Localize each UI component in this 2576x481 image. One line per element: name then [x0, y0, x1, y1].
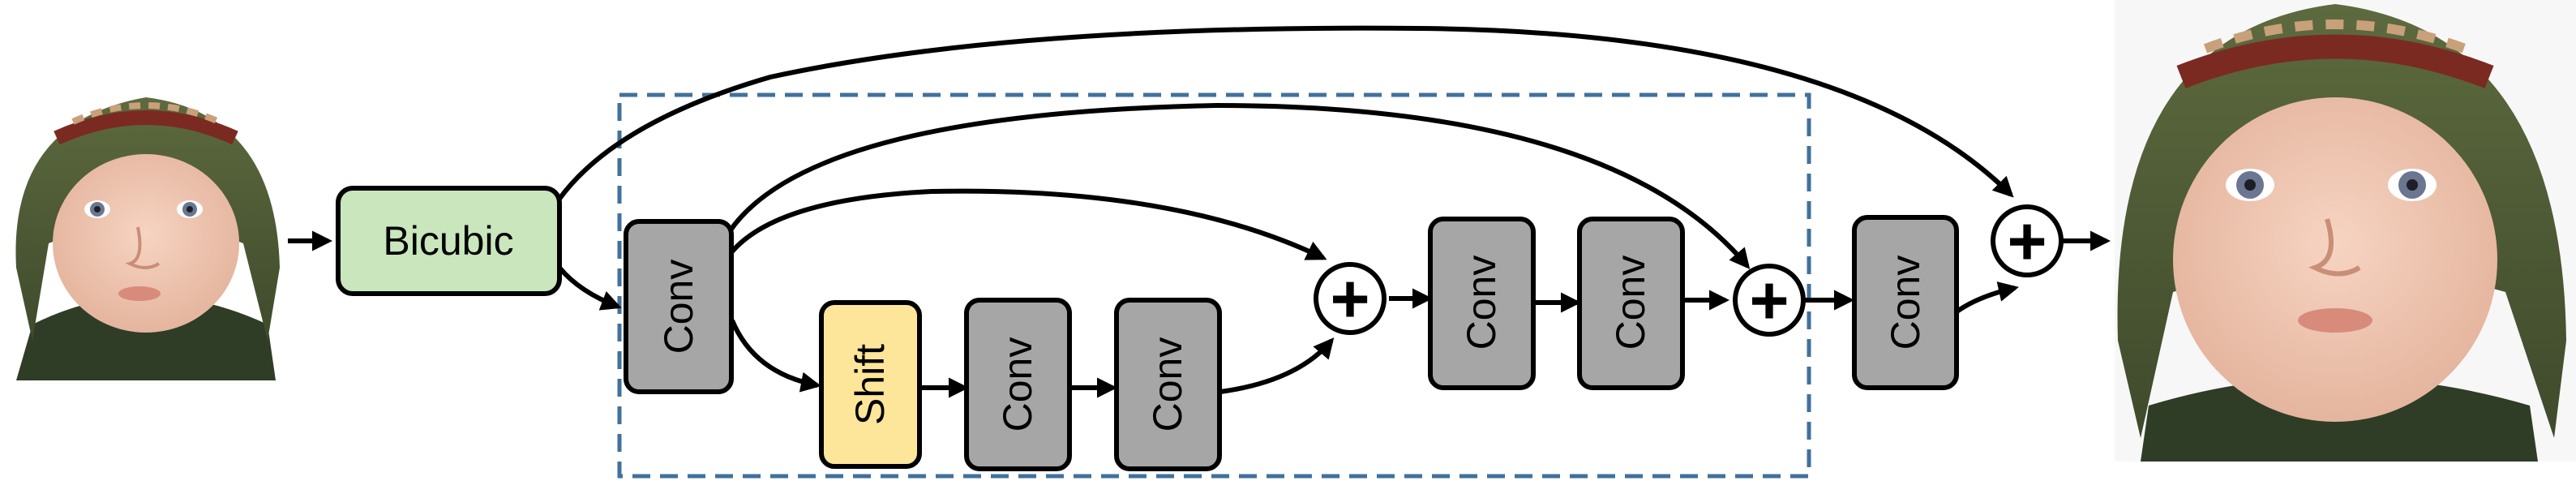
plus-icon: + [2007, 203, 2047, 279]
bicubic-label: Bicubic [383, 218, 513, 264]
sum-node-2: + [1733, 262, 1806, 338]
plus-icon: + [1749, 262, 1789, 338]
plus-icon: + [1330, 260, 1369, 337]
residual-block-outline [617, 92, 1811, 479]
sum-node-1: + [1314, 260, 1387, 337]
input-image [0, 93, 288, 380]
shift-label: Shift [847, 344, 893, 425]
conv-4-label: Conv [1459, 256, 1504, 350]
bicubic-block: Bicubic [336, 186, 562, 296]
conv-block-2: Conv [964, 298, 1072, 471]
conv-block-5: Conv [1577, 217, 1685, 390]
output-image [2115, 0, 2576, 462]
conv-5-label: Conv [1608, 256, 1653, 350]
connections [288, 25, 2111, 398]
conv-block-6: Conv [1852, 215, 1959, 390]
sum-node-3: + [1991, 203, 2064, 279]
conv-block-1: Conv [624, 219, 734, 394]
conv-block-3: Conv [1114, 298, 1222, 471]
conv-6-label: Conv [1883, 256, 1928, 350]
conv-2-label: Conv [995, 337, 1040, 432]
shift-block: Shift [819, 300, 922, 469]
conv-3-label: Conv [1145, 337, 1190, 432]
conv-block-4: Conv [1428, 217, 1536, 390]
conv-1-label: Conv [656, 260, 701, 354]
